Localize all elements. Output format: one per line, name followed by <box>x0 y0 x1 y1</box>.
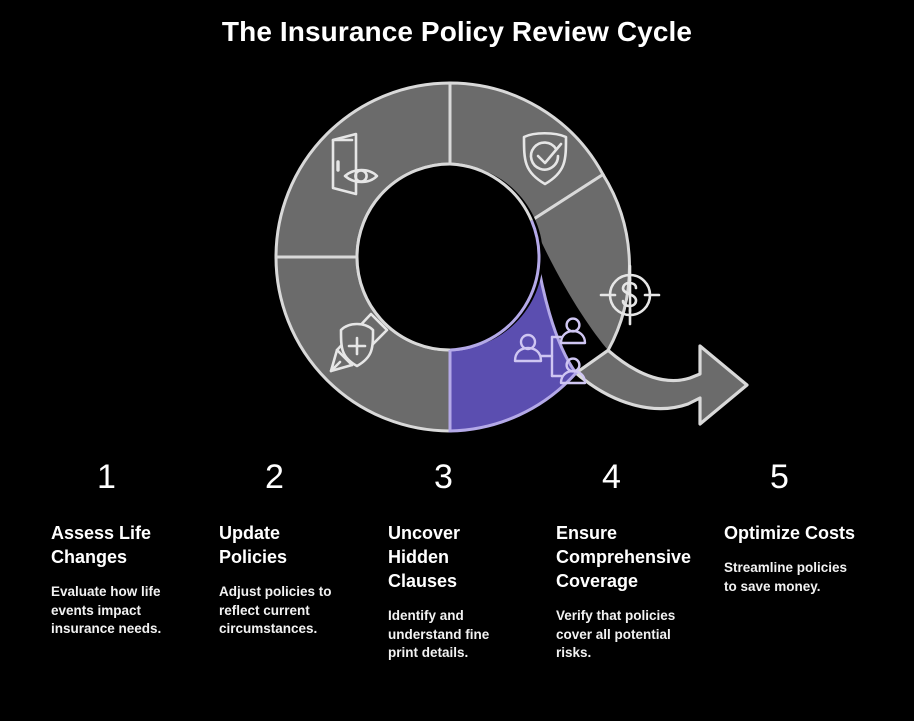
step-description-1: Evaluate how life events impact insuranc… <box>51 584 162 636</box>
step-title-2: Update Policies <box>219 523 288 567</box>
step-title-1: Assess Life Changes <box>51 523 152 567</box>
step-title-5: Optimize Costs <box>724 523 856 543</box>
step-item-5[interactable]: 5 Optimize Costs Streamline policies to … <box>702 455 857 596</box>
step-number-1: 1 <box>97 458 116 496</box>
step-number-5: 5 <box>770 458 789 496</box>
cycle-segment-5[interactable] <box>574 344 749 426</box>
dollar-target-icon <box>599 264 661 326</box>
shield-check-icon <box>522 131 568 186</box>
steps-row: 1 Assess Life Changes Evaluate how life … <box>0 455 914 721</box>
step-description-3: Identify and understand fine print detai… <box>388 608 490 660</box>
step-item-1[interactable]: 1 Assess Life Changes Evaluate how life … <box>29 455 184 639</box>
cycle-segment-2-divider <box>530 173 604 222</box>
step-title-4: Ensure Comprehensive Coverage <box>556 523 692 591</box>
donut-hole-outline-bottomright <box>449 219 541 352</box>
door-eye-icon <box>331 132 379 196</box>
step-description-4: Verify that policies cover all potential… <box>556 608 676 660</box>
cycle-diagram <box>0 60 914 455</box>
step-description-5: Streamline policies to save money. <box>724 560 848 594</box>
page-title: The Insurance Policy Review Cycle <box>221 16 693 47</box>
pencil-shield-plus-icon <box>329 312 389 373</box>
step-item-3[interactable]: 3 Uncover Hidden Clauses Identify and un… <box>366 455 521 663</box>
people-org-chart-icon <box>513 317 587 385</box>
step-number-3: 3 <box>434 458 453 496</box>
cycle-segment-5-body-outline <box>601 173 631 352</box>
step-title-3: Uncover Hidden Clauses <box>388 523 461 591</box>
step-description-2: Adjust policies to reflect current circu… <box>219 584 332 636</box>
donut-hole <box>357 164 543 350</box>
step-number-2: 2 <box>265 458 284 496</box>
step-item-2[interactable]: 2 Update Policies Adjust policies to ref… <box>197 455 352 639</box>
donut-hole-outline-topright <box>449 162 533 222</box>
cycle-segment-5-body[interactable] <box>531 174 630 351</box>
step-item-4[interactable]: 4 Ensure Comprehensive Coverage Verify t… <box>534 455 692 663</box>
step-number-4: 4 <box>602 458 621 496</box>
